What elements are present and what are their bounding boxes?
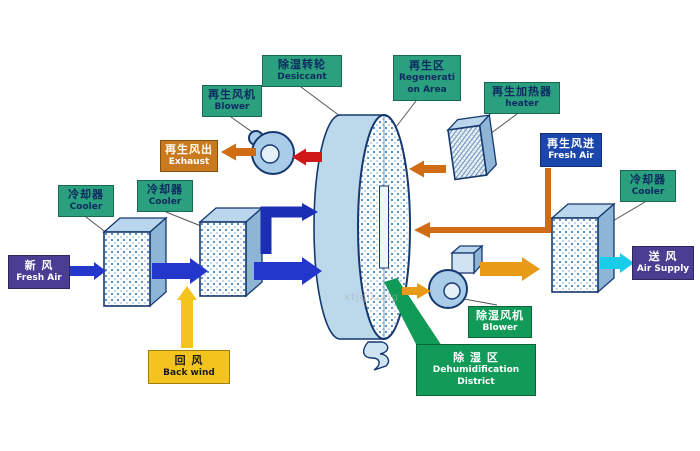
- label-regen-area-en1: Regenerati: [399, 73, 455, 84]
- label-cooler-3-en: Cooler: [631, 187, 665, 198]
- label-exhaust-en: Exhaust: [168, 157, 210, 168]
- label-desiccant-en: Desiccant: [277, 72, 327, 83]
- heater-to-wheel-arrow: [409, 160, 446, 178]
- label-regen-fresh-air-en: Fresh Air: [548, 151, 594, 162]
- label-cooler-2-en: Cooler: [148, 197, 182, 208]
- label-regen-area: 再生区 Regenerati on Area: [393, 55, 461, 101]
- label-dehumid-blower-zh: 除湿风机: [476, 309, 524, 322]
- label-cooler-1: 冷却器 Cooler: [58, 185, 114, 217]
- label-regen-area-en2: on Area: [407, 85, 447, 96]
- label-regen-blower: 再生风机 Blower: [202, 85, 262, 117]
- label-back-wind-zh: 回 风: [174, 354, 204, 367]
- label-regen-area-zh: 再生区: [409, 59, 445, 73]
- label-cooler-2-zh: 冷却器: [147, 183, 183, 196]
- blower-to-cooler3-arrow: [480, 257, 540, 281]
- label-regen-blower-zh: 再生风机: [208, 88, 256, 101]
- label-air-supply-zh: 送 风: [648, 250, 678, 263]
- label-exhaust: 再生风出 Exhaust: [160, 140, 218, 172]
- label-back-wind: 回 风 Back wind: [148, 350, 230, 384]
- flow-arrows: [70, 143, 634, 348]
- regen-blower-fan: [248, 130, 295, 175]
- cooler-box-2: [199, 207, 263, 297]
- label-back-wind-en: Back wind: [163, 368, 215, 379]
- label-dehumid-district-en2: District: [457, 377, 495, 388]
- label-fresh-air-in: 新 风 Fresh Air: [8, 255, 70, 289]
- cooler2-to-wheel-arrow: [254, 257, 322, 285]
- watermark-text: xtjqikong: [344, 292, 399, 303]
- stepped-process-arrowhead: [302, 203, 318, 221]
- cooler-box-3: [551, 203, 615, 293]
- regen-air-path: [430, 168, 551, 233]
- label-cooler-1-en: Cooler: [69, 202, 103, 213]
- label-exhaust-zh: 再生风出: [165, 143, 213, 156]
- dehumid-blower-fan: [428, 244, 484, 309]
- label-connector-lines: [85, 86, 646, 306]
- label-cooler-3-zh: 冷却器: [630, 173, 666, 186]
- label-heater-en: heater: [505, 99, 539, 110]
- wheel-to-blower-arrow: [292, 148, 322, 166]
- fresh-air-arrow: [70, 262, 106, 280]
- stepped-process-arrow: [260, 206, 302, 254]
- back-wind-arrow: [177, 286, 197, 348]
- label-cooler-3: 冷却器 Cooler: [620, 170, 676, 202]
- cooler1-to-cooler2-arrow: [152, 258, 208, 284]
- label-heater-zh: 再生加热器: [492, 85, 552, 98]
- air-supply-arrow: [600, 253, 634, 273]
- label-dehumid-district-zh: 除 湿 区: [453, 351, 499, 365]
- label-air-supply-en: Air Supply: [636, 264, 690, 275]
- label-heater: 再生加热器 heater: [484, 82, 560, 114]
- label-cooler-2: 冷却器 Cooler: [137, 180, 193, 212]
- wheel-outlet-ribbon: [362, 341, 390, 371]
- label-desiccant: 除湿转轮 Desiccant: [262, 55, 342, 87]
- label-regen-fresh-air: 再生风进 Fresh Air: [540, 133, 602, 167]
- blower-to-exhaust-arrow: [221, 143, 256, 161]
- label-regen-fresh-air-zh: 再生风进: [547, 137, 595, 150]
- label-dehumid-blower-en: Blower: [482, 323, 518, 334]
- label-cooler-1-zh: 冷却器: [68, 188, 104, 201]
- label-dehumid-blower: 除湿风机 Blower: [468, 306, 532, 338]
- label-fresh-air-in-en: Fresh Air: [16, 273, 62, 284]
- label-air-supply: 送 风 Air Supply: [632, 246, 694, 280]
- wheel-to-dehumid-blower-arrow: [402, 283, 431, 299]
- district-pointer-wedge: [384, 278, 442, 348]
- label-fresh-air-in-zh: 新 风: [24, 259, 54, 272]
- cooler-box-1: [103, 217, 167, 307]
- heater-box: [446, 113, 497, 181]
- desiccant-wheel: [313, 114, 411, 340]
- label-regen-blower-en: Blower: [214, 102, 250, 113]
- label-dehumid-district: 除 湿 区 Dehumidification District: [416, 344, 536, 396]
- regen-air-path-arrowhead: [414, 222, 430, 238]
- label-desiccant-zh: 除湿转轮: [278, 58, 326, 71]
- label-dehumid-district-en1: Dehumidification: [432, 365, 520, 376]
